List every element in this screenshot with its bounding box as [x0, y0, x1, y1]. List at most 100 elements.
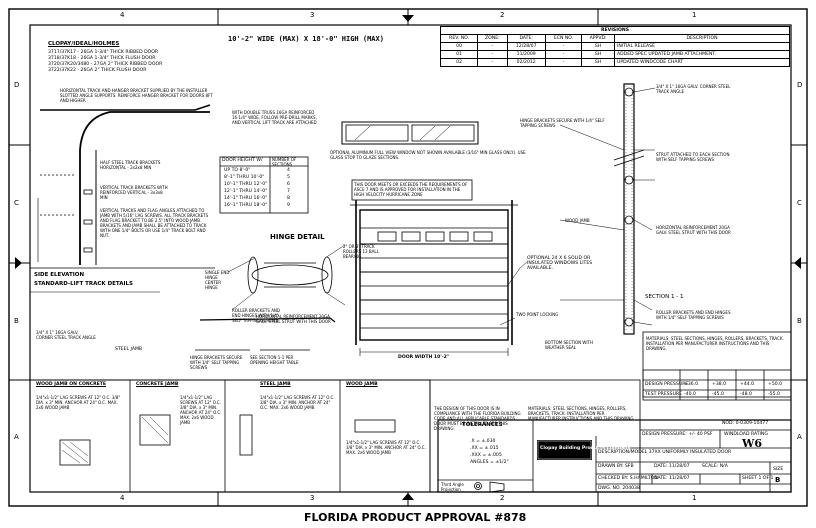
- title-description: DESCRIPTION/MODEL 37XX UNIFORMLY INSULAT…: [598, 450, 732, 455]
- load-cell: +44.0: [740, 382, 755, 387]
- row-label: A: [797, 433, 802, 441]
- materials-note: MATERIALS: STEEL SECTIONS, HINGES, ROLLE…: [528, 406, 635, 421]
- tolerance-line: ANGLES = ±1/2°: [470, 460, 509, 465]
- sections-cell: 12'-1" THRU 14'-0": [224, 189, 268, 194]
- date-checked: DATE: 11/28/07: [654, 476, 690, 481]
- jamb-title: CONCRETE JAMB: [136, 382, 179, 387]
- models-title: CLOPAY/IDEAL/HOLMES: [48, 41, 120, 47]
- design-pressure: DESIGN PRESSURE: +/- 40 PSF: [642, 432, 713, 437]
- revisions-header: REV. NO.: [439, 34, 479, 43]
- column-label: 2: [500, 11, 505, 19]
- load-cell: +50.0: [768, 382, 783, 387]
- track-details-title: STANDARD-LIFT TRACK DETAILS: [34, 281, 133, 287]
- door-width-label: DOOR WIDTH 10'-2": [398, 355, 450, 360]
- sections-cell: 10'-1" THRU 12'-0": [224, 182, 268, 187]
- sections-cell: 6: [287, 182, 290, 187]
- note-r3: SEE SECTION 1-1 PER OPENING HEIGHT TABLE: [250, 355, 299, 365]
- revision-cell: INITIAL RELEASE: [614, 42, 790, 51]
- section-1-1-label: SECTION 1 - 1: [645, 294, 684, 300]
- note-section-strut: STRUT ATTACHED TO EACH SECTION WITH SELF…: [656, 152, 730, 162]
- note-materials: MATERIALS: STEEL SECTIONS, HINGES, ROLLE…: [646, 336, 784, 351]
- sections-cell: 4: [287, 168, 290, 173]
- note-windows: OPTIONAL 24 X 6 SOLID OR INSULATED WINDO…: [527, 256, 593, 271]
- note-r2: HINGE BRACKETS SECURE WITH 1/4" SELF TAP…: [190, 355, 243, 370]
- hinge-detail-title: HINGE DETAIL: [270, 233, 325, 241]
- note-hanger: HORIZONTAL TRACK AND HANGER BRACKET SUPP…: [60, 88, 213, 103]
- model-line: 3720/37K20/3480 - 27GA 2" THICK RIBBED D…: [48, 62, 163, 67]
- note-struts: WITH DOUBLE TRUSS 16GA REINFORCED 16-1/4…: [232, 110, 317, 125]
- approval-note: THE DESIGN OF THIS DOOR IS IN COMPLIANCE…: [434, 406, 521, 431]
- revision-cell: -: [544, 42, 583, 51]
- jamb-title: STEEL JAMB: [260, 382, 291, 387]
- model-line: 3718/37K18 - 26GA 1-3/4" THICK FLUSH DOO…: [48, 56, 156, 61]
- revision-cell: 02: [439, 58, 479, 67]
- note-section-hinge: HINGE BRACKETS SECURE WITH 1/4" SELF TAP…: [520, 118, 605, 128]
- sections-cell: 16'-1" THRU 18'-0": [224, 203, 268, 208]
- checked-by: CHECKED BY: S.HAMILTON: [598, 476, 658, 481]
- revision-cell: SH: [581, 42, 615, 51]
- revisions-title: REVISIONS: [440, 26, 790, 35]
- jamb-text: 1/4"x1-1/2" LAG SCREWS AT 12" O.C. 3/8" …: [346, 440, 426, 455]
- revision-cell: 02/2012: [506, 58, 546, 67]
- load-label: DESIGN PRESSURE: [645, 382, 689, 387]
- load-cell: -48.0: [740, 392, 752, 397]
- window-panel: [341, 121, 479, 145]
- sections-cell: 8: [287, 196, 290, 201]
- column-label: 2: [500, 494, 505, 502]
- column-label: 1: [692, 11, 697, 19]
- revisions-header: ZONE:: [477, 34, 508, 43]
- center-mark-top: [402, 15, 414, 22]
- revision-cell: 12/28/07: [506, 42, 546, 51]
- sections-cell: 8'-1" THRU 10'-0": [224, 175, 265, 180]
- hinge-detail-center: [251, 264, 329, 286]
- revision-cell: ADDED SPEC UPDATED JAMB ATTACHMENT.: [614, 50, 790, 59]
- column-label: 4: [120, 494, 125, 502]
- row-label: B: [797, 317, 802, 325]
- revision-cell: SH: [581, 50, 615, 59]
- windload-title: WINDLOAD RATING: [724, 432, 768, 437]
- row-label: D: [14, 81, 20, 89]
- center-mark-left: [15, 257, 22, 269]
- note-section-reinforce: HORIZONTAL REINFORCEMENT 20GA GALV. STEE…: [656, 225, 731, 235]
- revision-cell: UPDATED WINDCODE CHART: [614, 58, 790, 67]
- model-line: 3722/37K22 - 26GA 2" THICK FLUSH DOOR: [48, 68, 147, 73]
- jamb-title: WOOD JAMB ON CONCRETE: [36, 382, 107, 387]
- note-half-steel: HALF STEEL TRACK BRACKETS HORIZONTAL - 2…: [100, 160, 161, 170]
- header-beam: [40, 104, 211, 111]
- row-label: D: [797, 81, 803, 89]
- note-r1: 3/4" X 1" 16GA GALV. CORNER STEEL TRACK …: [36, 330, 96, 340]
- section-1-1: [623, 83, 635, 335]
- revisions-header: DESCRIPTION: [614, 34, 790, 43]
- sections-header: NUMBER OF SECTIONS: [272, 157, 297, 167]
- revision-cell: 01: [439, 50, 479, 59]
- note-section-bottom: ROLLER BRACKETS AND END HINGES WITH 1/4"…: [656, 310, 731, 320]
- nod-number: NOD: 0-0309-10477: [722, 421, 769, 426]
- row-label: B: [14, 317, 19, 325]
- door-elevation: [359, 209, 509, 341]
- note-r7: HORIZONTAL REINFORCEMENT 20GA GALV. STEE…: [256, 314, 331, 324]
- load-cell: +36.0: [684, 382, 699, 387]
- model-line: 3717/37K17 - 26GA 1-3/4" THICK RIBBED DO…: [48, 50, 159, 55]
- row-label: A: [14, 433, 19, 441]
- tolerances-title: TOLERANCES: [462, 422, 503, 428]
- side-elevation-title: SIDE ELEVATION: [34, 272, 85, 278]
- tolerance-line: .XX = ±.015: [470, 446, 499, 451]
- load-table: [642, 369, 792, 401]
- jamb-text: 1/4"x1-1/2" LAG SCREWS AT 12" O.C. 3/8" …: [36, 395, 121, 410]
- sections-table: [219, 156, 309, 214]
- sections-cell: 7: [287, 189, 290, 194]
- horizontal-track: [79, 111, 210, 151]
- revision-cell: -: [477, 58, 508, 67]
- revision-cell: -: [477, 50, 508, 59]
- revision-cell: 00: [439, 42, 479, 51]
- column-label: 4: [120, 11, 125, 19]
- center-mark-right: [794, 257, 801, 269]
- load-cell: +38.0: [712, 382, 727, 387]
- drawn-by: DRAWN BY: SFB: [598, 464, 634, 469]
- jamb-text: 1/4"x1-1/2" LAG SCREWS AT 12" O.C. 3/8" …: [260, 395, 335, 410]
- column-label: 1: [692, 494, 697, 502]
- table-row: 02 - 02/2012 - SH UPDATED WINDCODE CHART: [439, 58, 790, 67]
- revision-cell: -: [544, 50, 583, 59]
